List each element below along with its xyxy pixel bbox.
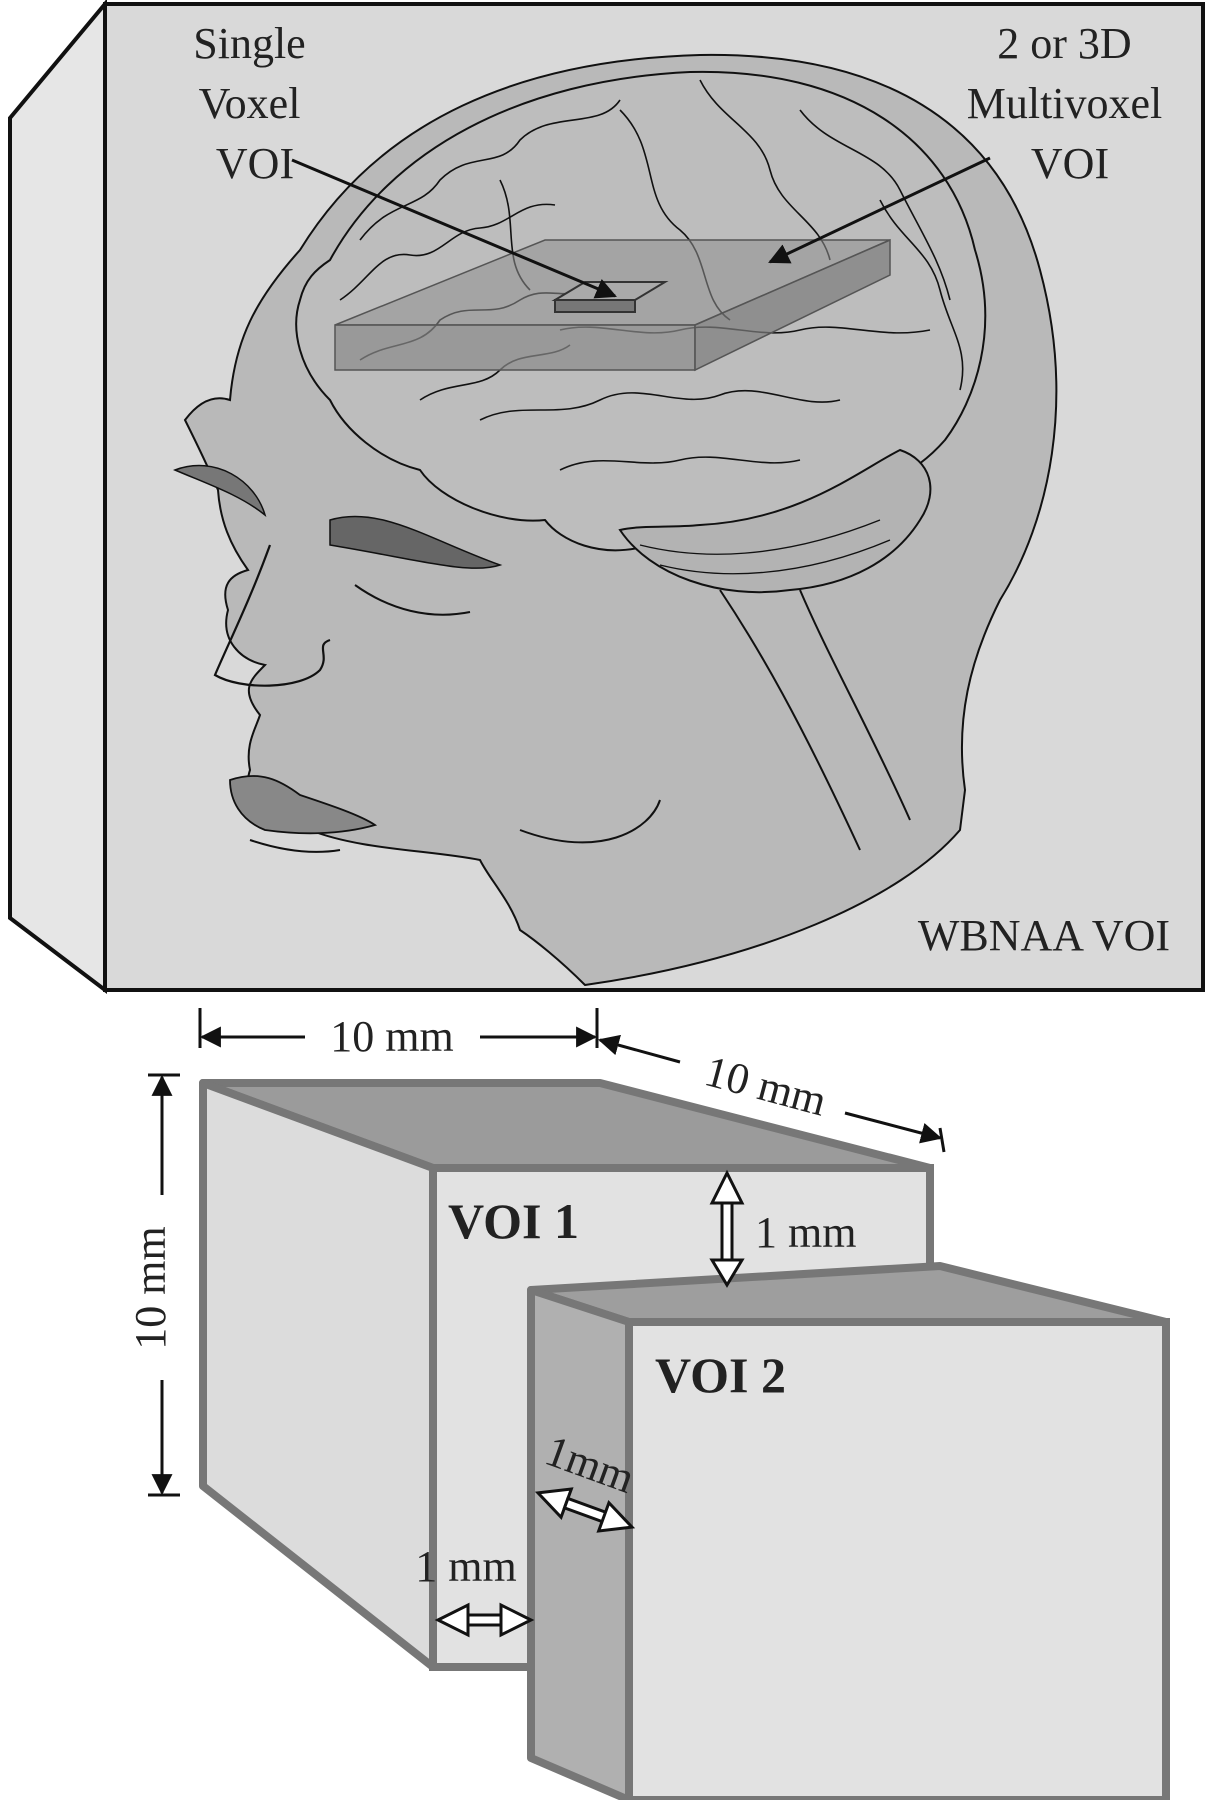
brainstem [719,589,861,851]
voi1-side-face [199,1079,437,1671]
height-dimension: 10 mm [126,1073,180,1497]
voi1-label: VOI 1 [448,1193,579,1249]
multivoxel-label-line2: Multivoxel [967,79,1163,128]
gap-diagonal-arrow [534,1487,636,1533]
width-dimension: 10 mm [198,1008,599,1061]
voi2-label: VOI 2 [655,1347,786,1403]
jaw-line [519,799,661,844]
single-voxel-arrow [291,158,617,299]
height-label: 10 mm [126,1226,175,1349]
voi2-side-face [527,1286,633,1800]
eye [354,584,471,616]
gap-horizontal-head-right [499,1602,535,1638]
chin-line [249,839,341,853]
depth-arrow-right [844,1111,943,1144]
single-voxel-label: Single Voxel VOI [193,19,316,188]
gap-horizontal-label: 1 mm [415,1542,516,1591]
voxel-front-face [554,299,636,313]
depth-tick [938,1127,946,1153]
single-voxel-label-line2: Voxel [199,79,301,128]
voi2-cube [527,1262,1170,1800]
wbnaa-label: WBNAA VOI [918,911,1170,960]
slab-front-face [334,324,696,371]
depth-arrow-left [597,1034,681,1064]
gap-horizontal-shaft [466,1613,505,1627]
upper-eyelid-shadow [172,464,267,518]
multivoxel-label: 2 or 3D Multivoxel VOI [967,19,1174,188]
eyebrow [329,515,503,569]
cerebellum [618,448,932,594]
voi2-front-face [625,1318,1170,1800]
single-voxel-label-line3: VOI [216,139,294,188]
gap-vertical-label: 1 mm [755,1208,856,1257]
gap-vertical-head-bottom [709,1258,745,1288]
multivoxel-arrow [768,156,991,264]
slab-right-face [694,238,891,372]
brain-gyri [339,79,964,471]
wbnaa-box-side-face [8,0,107,995]
gap-horizontal-arrow [434,1602,535,1638]
gap-vertical-shaft [720,1201,734,1262]
cerebellum-folds [639,519,891,575]
multivoxel-label-line3: VOI [1031,139,1109,188]
multivoxel-label-line1: 2 or 3D [997,19,1131,68]
single-voxel-label-line1: Single [193,19,305,68]
gap-diagonal-head-right [596,1499,636,1533]
head-illustration [172,53,1058,987]
brainstem-back [799,589,911,821]
gap-vertical-arrow [709,1169,745,1288]
lips [229,775,378,835]
nose [213,544,331,687]
width-label: 10 mm [330,1012,453,1061]
